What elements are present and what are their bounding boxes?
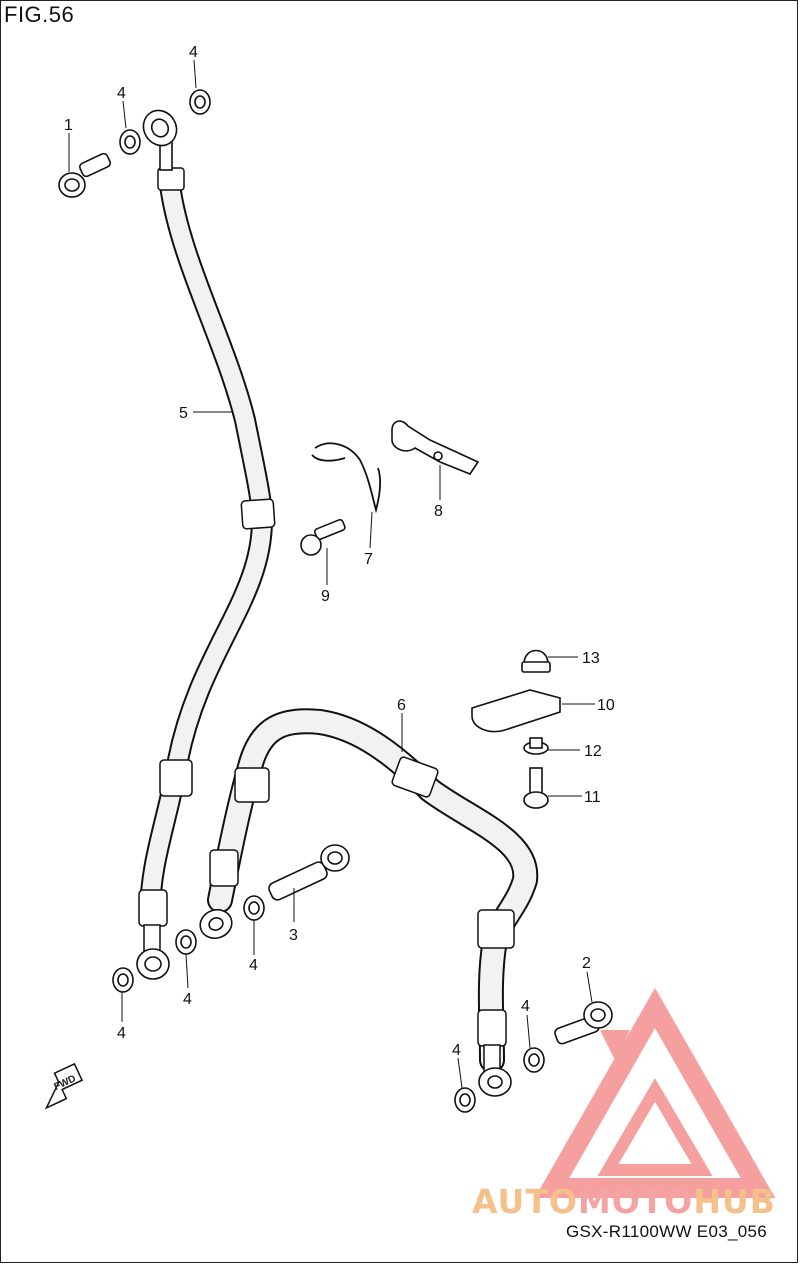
gasket-washers	[112, 89, 545, 1113]
union-bolt-3	[268, 844, 350, 901]
callout-13: 13	[582, 650, 600, 667]
cap-nut-13	[521, 649, 551, 673]
watermark-logo	[534, 987, 776, 1198]
bolt-11	[523, 767, 549, 809]
callout-6: 6	[397, 697, 406, 714]
callout-5: 5	[179, 405, 188, 422]
brand-hub: HUB	[693, 1182, 776, 1221]
callout-3: 3	[289, 927, 298, 944]
brand-moto: MOTO	[577, 1182, 694, 1221]
callout-numbers: 1 4 4 5 6 7 8 9 10 11 12 13 3 2 4 4 4 4 …	[64, 44, 615, 1059]
leader-lines	[68, 59, 595, 1089]
clamp-10	[471, 689, 561, 733]
callout-4g: 4	[452, 1042, 461, 1059]
brake-hose-upper	[136, 109, 276, 980]
brake-hose-lower	[199, 708, 539, 1097]
bolt-9	[300, 518, 346, 556]
callout-8: 8	[434, 503, 443, 520]
callout-4e: 4	[249, 957, 258, 974]
watermark-brand-text: AUTOMOTOHUB	[472, 1182, 776, 1221]
callout-2: 2	[582, 955, 591, 972]
fwd-arrow-icon: FWD	[44, 1062, 84, 1110]
callout-11: 11	[584, 789, 601, 806]
callout-4d: 4	[183, 991, 192, 1008]
callout-12: 12	[584, 743, 602, 760]
callout-4c: 4	[117, 1025, 126, 1042]
union-bolt-2	[554, 1001, 613, 1045]
callout-1: 1	[64, 117, 73, 134]
model-code: GSX-R1100WW E03_056	[566, 1222, 767, 1241]
callout-4b: 4	[189, 44, 198, 61]
callout-9: 9	[321, 588, 330, 605]
callout-4a: 4	[117, 85, 126, 102]
brand-auto: AUTO	[472, 1182, 578, 1221]
hose-clip-7	[311, 442, 382, 514]
figure-title: FIG.56	[4, 2, 75, 27]
callout-4f: 4	[521, 998, 530, 1015]
hose-clamp-8	[391, 420, 480, 475]
callout-10: 10	[597, 697, 615, 714]
collar-12	[523, 737, 549, 755]
callout-7: 7	[364, 551, 373, 568]
union-bolt-1	[58, 152, 112, 198]
